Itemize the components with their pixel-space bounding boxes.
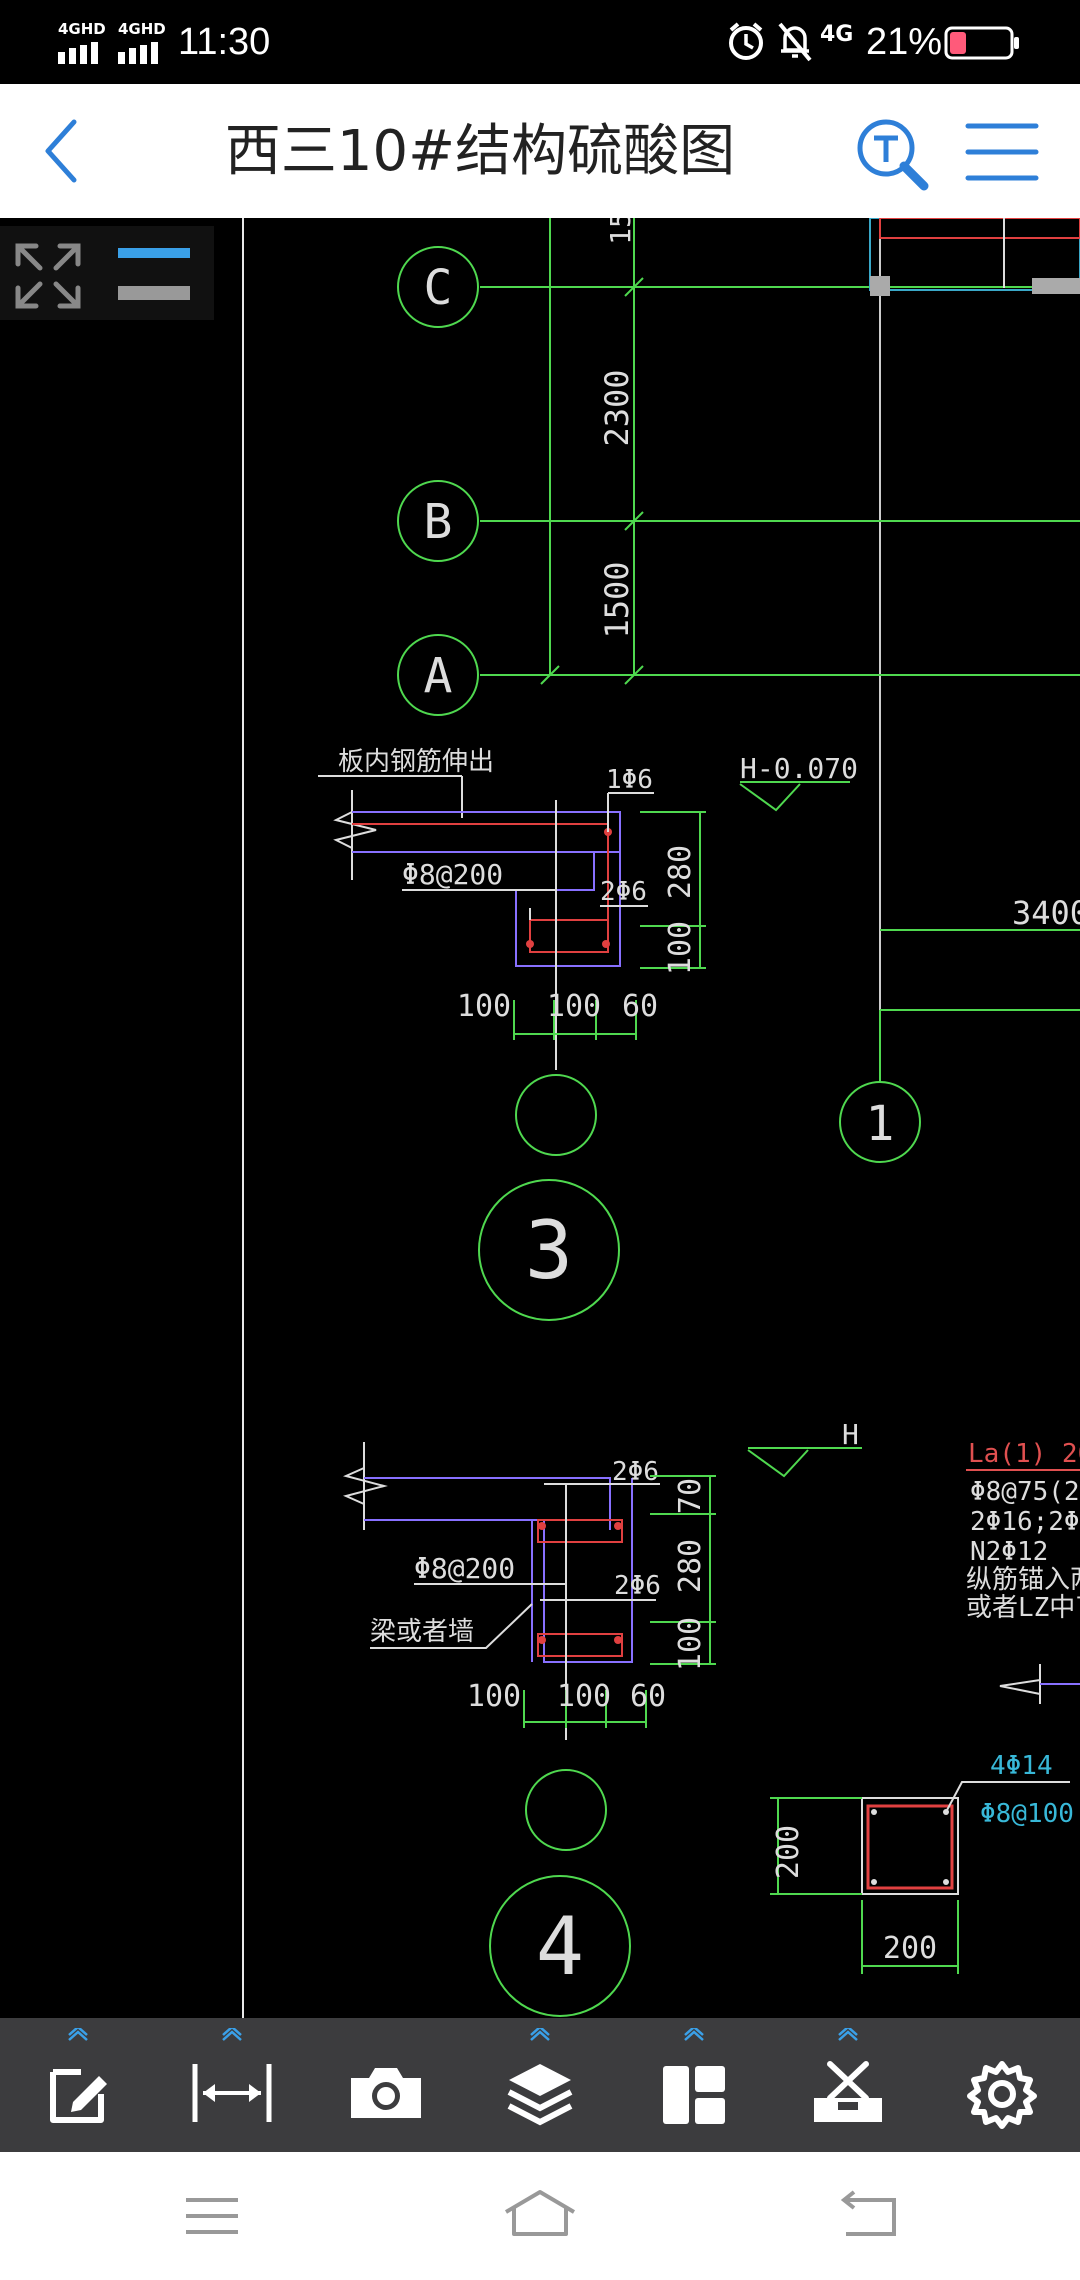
layers-icon <box>507 2064 573 2126</box>
column-stirrup: Φ8@100 <box>980 1799 1074 1829</box>
battery-icon <box>944 26 1019 60</box>
detail3-rebar-top: 1Φ6 <box>606 765 653 795</box>
detail4-dim-100v: 100 <box>673 1617 708 1671</box>
axis-label-c: C <box>424 260 453 316</box>
recent-apps-icon[interactable] <box>172 2182 252 2252</box>
detail4-dim-b3: 60 <box>630 1679 666 1714</box>
detail4-dim-b2: 100 <box>557 1679 611 1714</box>
detail3-stirrup: Φ8@200 <box>402 858 503 891</box>
status-bar: 4GHD 4GHD 11:30 4G 21% <box>0 0 1080 84</box>
toolbox-icon <box>814 2061 882 2122</box>
chevron-up-icon <box>530 2028 550 2041</box>
dim-1500: 1500 <box>598 561 636 638</box>
lz-title: La(1) 200x <box>968 1439 1080 1469</box>
home-icon[interactable] <box>498 2182 578 2252</box>
detail3-label: 3 <box>525 1204 573 1297</box>
layer-toggle-icon[interactable] <box>116 244 194 304</box>
detail3-note: 板内钢筋伸出 <box>338 747 494 777</box>
edit-button[interactable] <box>8 2018 148 2152</box>
lz-line5: 或者LZ中laE <box>966 1593 1080 1623</box>
detail3-rebar-mid: 2Φ6 <box>600 877 647 907</box>
detail4-rebar-top: 2Φ6 <box>612 1457 659 1487</box>
layout-button[interactable] <box>624 2018 764 2152</box>
battery-percent: 21% <box>866 21 943 63</box>
detail4-elevation: H <box>842 1418 859 1451</box>
camera-button[interactable] <box>316 2018 456 2152</box>
column-dim-h: 200 <box>771 1825 806 1879</box>
chevron-up-icon <box>684 2028 704 2041</box>
detail4-dim-280: 280 <box>673 1539 708 1593</box>
detail3-elevation: H-0.070 <box>740 752 858 785</box>
system-nav-bar <box>0 2152 1080 2280</box>
detail3-circle <box>478 1179 620 1321</box>
title-bar: 西三10#结构硫酸图 <box>0 84 1080 218</box>
toolbox-button[interactable] <box>778 2018 918 2152</box>
dim-2300: 2300 <box>598 369 636 446</box>
status-time: 11:30 <box>178 21 271 63</box>
lz-line2: 2Φ16;2Φ16 <box>970 1507 1080 1537</box>
measure-button[interactable] <box>162 2018 302 2152</box>
back-icon[interactable] <box>38 116 88 186</box>
signal-bars-icon <box>58 42 98 64</box>
menu-icon[interactable] <box>964 120 1040 184</box>
network-type: 4G <box>820 22 854 47</box>
column-section <box>861 1797 959 1895</box>
lz-line1: Φ8@75(2) <box>970 1477 1080 1507</box>
axis-circle-c <box>397 246 479 328</box>
text-search-icon[interactable] <box>852 114 932 194</box>
chevron-up-icon <box>838 2028 858 2041</box>
detail4-dim-70: 70 <box>673 1478 708 1514</box>
axis-label-b: B <box>424 494 453 550</box>
lz-line4: 纵筋锚入两侧墙 <box>966 1565 1080 1595</box>
signal-2: 4GHD <box>118 20 172 64</box>
detail3-dim-b1: 100 <box>457 989 511 1024</box>
signal-2-label: 4GHD <box>118 20 166 38</box>
settings-icon <box>967 2061 1037 2129</box>
detail4-dim-b1: 100 <box>467 1679 521 1714</box>
chevron-up-icon <box>222 2028 242 2041</box>
axis-circle-a <box>397 634 479 716</box>
detail3-dim-b2: 100 <box>547 989 601 1024</box>
settings-button[interactable] <box>932 2018 1072 2152</box>
detail4-stirrup: Φ8@200 <box>414 1552 515 1585</box>
chevron-up-icon <box>68 2028 88 2041</box>
column-dim-w: 200 <box>883 1931 937 1966</box>
dim-3400: 3400 <box>1012 894 1080 932</box>
layout-icon <box>663 2066 725 2124</box>
axis-circle-b <box>397 480 479 562</box>
detail4-label: 4 <box>536 1900 584 1993</box>
bottom-toolbar <box>0 2018 1080 2152</box>
signal-1: 4GHD <box>58 20 112 64</box>
fullscreen-icon[interactable] <box>12 240 84 312</box>
layers-button[interactable] <box>470 2018 610 2152</box>
camera-icon <box>351 2068 421 2118</box>
edit-icon <box>50 2069 107 2123</box>
detail4-circle <box>489 1875 631 2017</box>
measure-icon <box>192 2064 272 2122</box>
lz-line3: N2Φ12 <box>970 1537 1048 1567</box>
detail3-dim-100v: 100 <box>663 921 698 975</box>
detail4-rebar-mid: 2Φ6 <box>614 1571 661 1601</box>
signal-bars-icon <box>118 42 158 64</box>
page-title: 西三10#结构硫酸图 <box>224 119 736 184</box>
mute-icon <box>778 22 812 62</box>
back-nav-icon[interactable] <box>828 2182 908 2252</box>
cad-drawing-canvas[interactable]: C B A 15 2300 1500 3400 1 板内钢筋伸出 <box>0 218 1080 2018</box>
column-rebar: 4Φ14 <box>990 1751 1053 1781</box>
signal-1-label: 4GHD <box>58 20 106 38</box>
detail4-note: 梁或者墙 <box>370 1617 474 1647</box>
detail3-dim-280: 280 <box>663 845 698 899</box>
dim-15: 15 <box>604 218 637 245</box>
axis-label-1: 1 <box>866 1096 895 1152</box>
detail3-dim-b3: 60 <box>622 989 658 1024</box>
cad-drawing: C B A 15 2300 1500 3400 1 板内钢筋伸出 <box>0 218 1080 2018</box>
axis-label-a: A <box>424 648 453 704</box>
alarm-icon <box>729 22 763 60</box>
